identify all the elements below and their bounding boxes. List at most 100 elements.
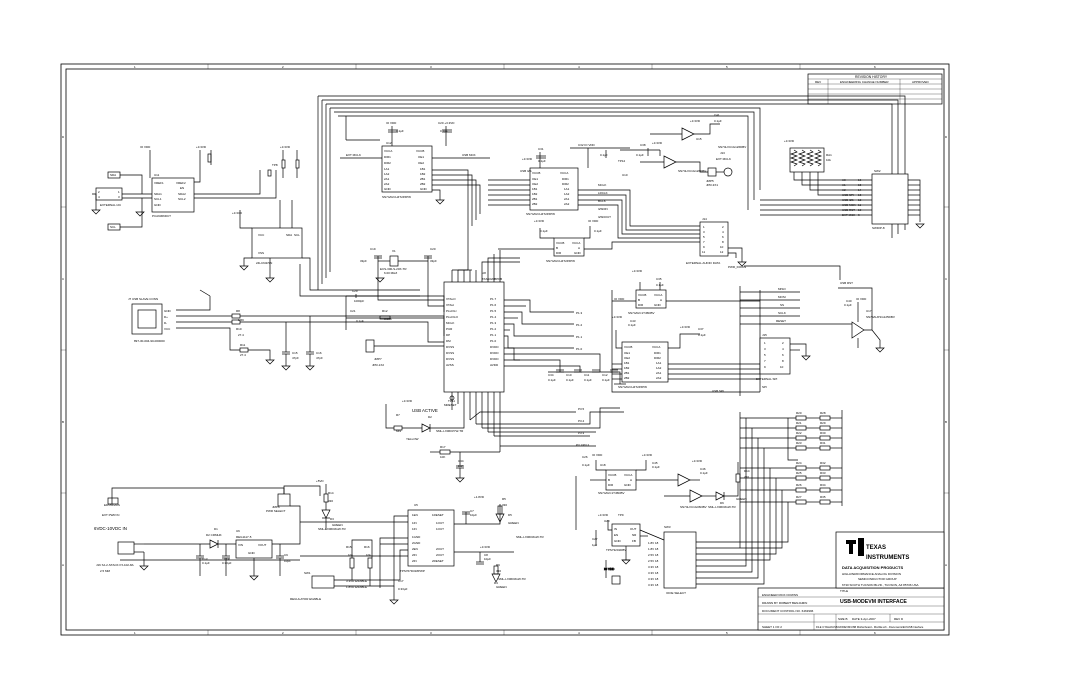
svg-text:0.1µF: 0.1µF xyxy=(396,129,404,133)
svg-text:1: 1 xyxy=(764,341,766,345)
svg-text:5: 5 xyxy=(726,631,728,635)
svg-text:R9: R9 xyxy=(496,563,500,567)
svg-text:SML-LX0603GW-TR: SML-LX0603GW-TR xyxy=(516,535,544,539)
svg-text:GND: GND xyxy=(384,187,392,191)
svg-text:MCLK: MCLK xyxy=(598,183,606,187)
svg-text:+3.3VD: +3.3VD xyxy=(652,141,663,145)
svg-text:SN74AVC1T45DBV: SN74AVC1T45DBV xyxy=(628,311,654,315)
svg-text:+3.3VD: +3.3VD xyxy=(598,513,609,517)
svg-text:0.33µF: 0.33µF xyxy=(398,587,408,591)
svg-text:P1.3: P1.3 xyxy=(490,321,497,325)
svg-text:IO VDD: IO VDD xyxy=(614,297,625,301)
svg-text:10: 10 xyxy=(720,245,724,249)
svg-text:0.1µF: 0.1µF xyxy=(548,378,556,382)
svg-text:8: 8 xyxy=(722,240,724,244)
svg-text:SCLK: SCLK xyxy=(778,311,786,315)
svg-text:D: D xyxy=(62,135,65,139)
svg-text:2: 2 xyxy=(722,225,724,229)
svg-text:TPS73201DBV: TPS73201DBV xyxy=(606,548,626,552)
svg-text:5: 5 xyxy=(726,65,728,69)
svg-text:DIR1: DIR1 xyxy=(384,155,391,159)
svg-text:C17: C17 xyxy=(398,579,404,583)
svg-text:6: 6 xyxy=(782,353,784,357)
svg-text:SEMICONDUCTOR GROUP: SEMICONDUCTOR GROUP xyxy=(858,577,897,581)
svg-text:VCCB: VCCB xyxy=(608,473,616,477)
svg-text:AVDD: AVDD xyxy=(490,363,499,367)
svg-text:SDA: SDA xyxy=(110,173,116,177)
svg-text:1IN: 1IN xyxy=(412,521,417,525)
svg-text:2B1: 2B1 xyxy=(624,371,630,375)
svg-text:J14: J14 xyxy=(702,217,707,221)
svg-text:A: A xyxy=(578,246,580,250)
svg-text:6: 6 xyxy=(874,631,876,635)
svg-text:A: A xyxy=(62,563,64,567)
svg-text:2RESET: 2RESET xyxy=(432,559,444,563)
svg-text:R33: R33 xyxy=(820,471,826,475)
svg-text:ENGINEER RICK DOWNS: ENGINEER RICK DOWNS xyxy=(762,593,798,597)
supply-labels-top: IO VDD +3.3VD +3.3VD +3.3VD TP8 xyxy=(140,145,291,215)
ti-logo xyxy=(846,538,864,556)
svg-text:3.3V 18: 3.3V 18 xyxy=(648,565,659,569)
svg-text:10µF: 10µF xyxy=(284,559,291,563)
svg-text:REGULATOR ENABLE: REGULATOR ENABLE xyxy=(290,597,321,601)
svg-text:J16 SJ-2-STACK PJ-102-8A: J16 SJ-2-STACK PJ-102-8A xyxy=(96,563,134,567)
svg-text:C43: C43 xyxy=(630,319,636,323)
svg-text:0.1µF: 0.1µF xyxy=(698,333,706,337)
svg-text:1µF: 1µF xyxy=(592,543,597,547)
svg-text:YELLOW: YELLOW xyxy=(406,437,419,441)
svg-text:SN74AVCH4T245PW: SN74AVCH4T245PW xyxy=(546,259,575,263)
svg-text:R12: R12 xyxy=(382,309,388,313)
crystal-wires xyxy=(374,255,444,307)
svg-text:I2SDOUT: I2SDOUT xyxy=(598,215,611,219)
svg-text:6VDC-10VDC IN: 6VDC-10VDC IN xyxy=(94,526,127,531)
svg-text:0.1µF: 0.1µF xyxy=(538,159,546,163)
svg-text:330: 330 xyxy=(502,503,507,507)
svg-text:BCLK: BCLK xyxy=(598,199,606,203)
svg-text:R25: R25 xyxy=(796,471,802,475)
svg-text:C: C xyxy=(62,277,65,281)
svg-text:P1.3: P1.3 xyxy=(576,311,583,315)
svg-text:U5: U5 xyxy=(414,503,418,507)
u12-labels: EXT MCLK USB MCK IO VDD C20 +3.3VD 0.1µF… xyxy=(346,121,476,157)
svg-text:JMP5: JMP5 xyxy=(706,179,714,183)
u8-right-pins xyxy=(504,299,601,372)
svg-text:TITLE: TITLE xyxy=(840,589,848,593)
title-block-text: TEXAS INSTRUMENTS DATA ACQUISITION PRODU… xyxy=(762,545,924,629)
svg-text:VCCB: VCCB xyxy=(416,149,424,153)
svg-text:GND: GND xyxy=(614,539,622,543)
svg-text:D1: D1 xyxy=(214,527,218,531)
svg-text:10k: 10k xyxy=(366,553,371,557)
svg-text:B: B xyxy=(62,420,64,424)
svg-text:DVDD: DVDD xyxy=(490,345,499,349)
svg-text:P1.6: P1.6 xyxy=(490,303,497,307)
svg-text:DVDD: DVDD xyxy=(490,351,499,355)
svg-text:C27: C27 xyxy=(592,537,598,541)
svg-text:R10: R10 xyxy=(236,327,242,331)
svg-text:27.4: 27.4 xyxy=(238,333,244,337)
svg-text:C14: C14 xyxy=(224,557,230,561)
svg-text:VCCA: VCCA xyxy=(654,293,662,297)
svg-text:2.5 MM: 2.5 MM xyxy=(100,569,111,573)
svg-text:GND: GND xyxy=(654,303,662,307)
svg-text:J7 USB SLAVE CONN: J7 USB SLAVE CONN xyxy=(128,297,158,301)
svg-text:GND: GND xyxy=(164,309,172,313)
svg-text:USB MCK: USB MCK xyxy=(462,153,476,157)
svg-text:+3.3VD: +3.3VD xyxy=(612,315,623,319)
svg-text:GREEN: GREEN xyxy=(736,497,747,501)
j15-wires xyxy=(790,343,807,356)
svg-text:EN: EN xyxy=(180,186,184,190)
u12-wires xyxy=(340,126,490,232)
svg-text:R31: R31 xyxy=(820,441,826,445)
svg-text:GREEN: GREEN xyxy=(508,521,519,525)
svg-text:SDA1: SDA1 xyxy=(154,192,162,196)
svg-text:12: 12 xyxy=(720,250,724,254)
svg-text:LRCLK: LRCLK xyxy=(598,191,608,195)
svg-text:+3.3VD: +3.3VD xyxy=(196,145,207,149)
svg-text:A: A xyxy=(945,563,947,567)
